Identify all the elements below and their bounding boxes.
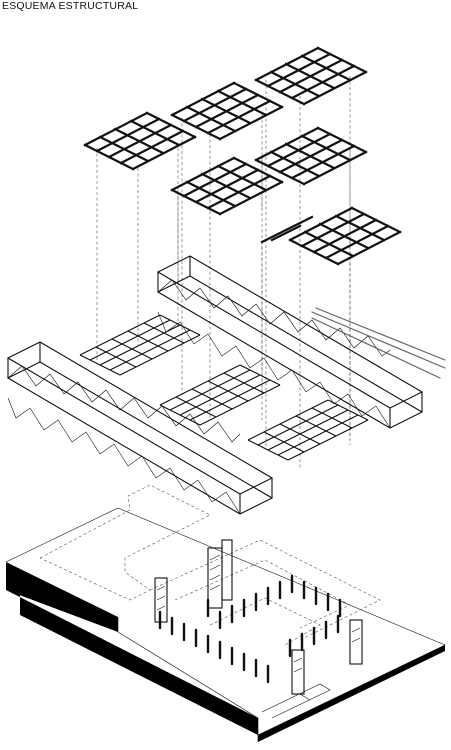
right-truss-beam	[156, 255, 424, 429]
ground-columns	[158, 574, 342, 684]
diagram-title: ESQUEMA ESTRUCTURAL	[2, 0, 139, 12]
projection-lines	[96, 76, 351, 470]
access-ramp	[261, 683, 331, 719]
site-outline	[39, 484, 381, 646]
secondary-beams	[311, 307, 446, 379]
lower-floor-grids	[79, 314, 369, 461]
left-truss-beam	[6, 341, 274, 515]
ground-slab	[5, 507, 446, 742]
upper-grid-slabs	[83, 46, 402, 266]
vertical-cores	[154, 539, 363, 695]
